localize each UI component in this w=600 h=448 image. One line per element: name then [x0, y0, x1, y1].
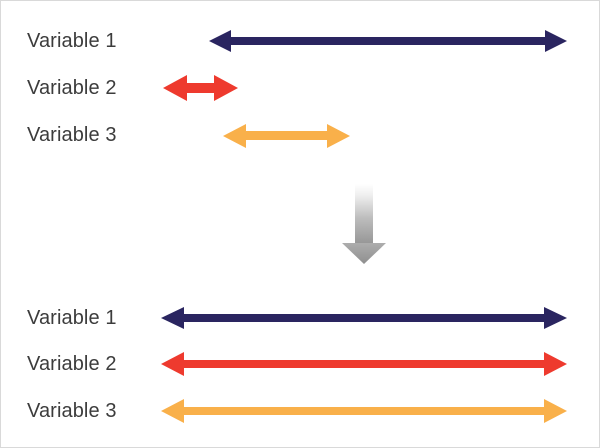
double-arrow-red-top: [163, 75, 238, 101]
arrow-shape: [161, 399, 567, 423]
arrow-shape: [223, 124, 350, 148]
variable-row: Variable 1: [1, 26, 599, 56]
variable-row: Variable 2: [1, 73, 599, 103]
arrow-shape: [163, 75, 238, 101]
downward-transition-arrow: [338, 181, 390, 267]
variable-row: Variable 2: [1, 349, 599, 379]
before-panel: Variable 1 Variable 2 Variable 3: [1, 1, 599, 171]
variable-label: Variable 3: [27, 124, 117, 146]
down-arrow-icon: [342, 184, 386, 264]
variable-label: Variable 2: [27, 353, 117, 375]
variable-label: Variable 1: [27, 307, 117, 329]
double-arrow-orange-top: [223, 124, 350, 148]
arrow-shape: [161, 307, 567, 329]
after-panel: Variable 1 Variable 2 Variable 3: [1, 291, 599, 447]
variable-label: Variable 1: [27, 30, 117, 52]
double-arrow-orange-bottom: [161, 399, 567, 423]
arrow-shape: [209, 30, 567, 52]
double-arrow-red-bottom: [161, 352, 567, 376]
double-arrow-navy-bottom: [161, 307, 567, 329]
double-arrow-navy-top: [209, 30, 567, 52]
arrow-shape: [161, 352, 567, 376]
variable-label: Variable 2: [27, 77, 117, 99]
variable-row: Variable 3: [1, 120, 599, 150]
variable-label: Variable 3: [27, 400, 117, 422]
variable-row: Variable 1: [1, 303, 599, 333]
variable-row: Variable 3: [1, 396, 599, 426]
